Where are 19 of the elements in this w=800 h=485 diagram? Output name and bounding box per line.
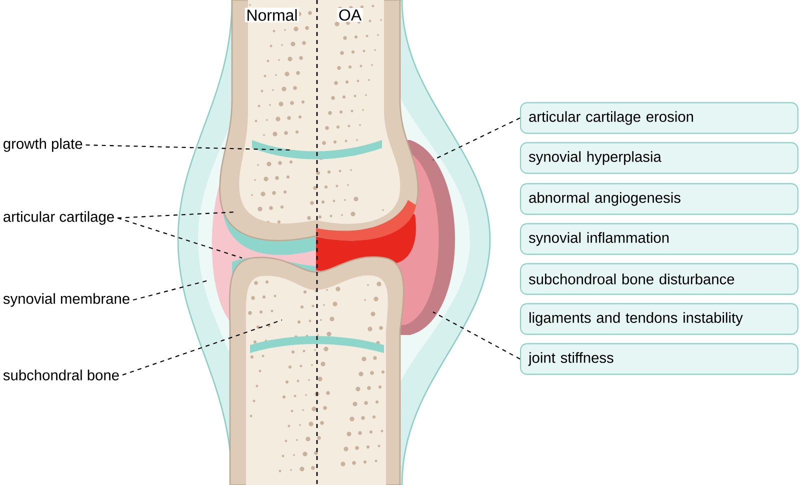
part-label: growth plate: [4, 138, 82, 152]
symptom-box: abnormal angiogenesis: [520, 183, 798, 215]
heading: Normal: [244, 8, 300, 22]
leader-line: [122, 320, 282, 376]
symptom-box: synovial hyperplasia: [520, 142, 798, 174]
symptom-box: synovial inflammation: [520, 223, 798, 255]
part-label: subchondral bone: [3, 370, 119, 380]
part-label: articular cartilage: [4, 211, 114, 225]
leader-line: [432, 118, 520, 160]
symptom-box: ligaments and tendons instability: [520, 303, 798, 335]
heading: OA: [337, 8, 363, 22]
leader-line: [86, 144, 290, 151]
symptom-box: articular cartilage erosion: [520, 102, 798, 134]
leader-line: [117, 217, 242, 258]
leader-line: [432, 312, 520, 360]
leader-line: [118, 211, 236, 219]
symptom-box: joint stiffness: [520, 343, 798, 375]
symptom-box: subchondroal bone disturbance: [520, 263, 798, 295]
part-label: synovial membrane: [3, 293, 130, 307]
